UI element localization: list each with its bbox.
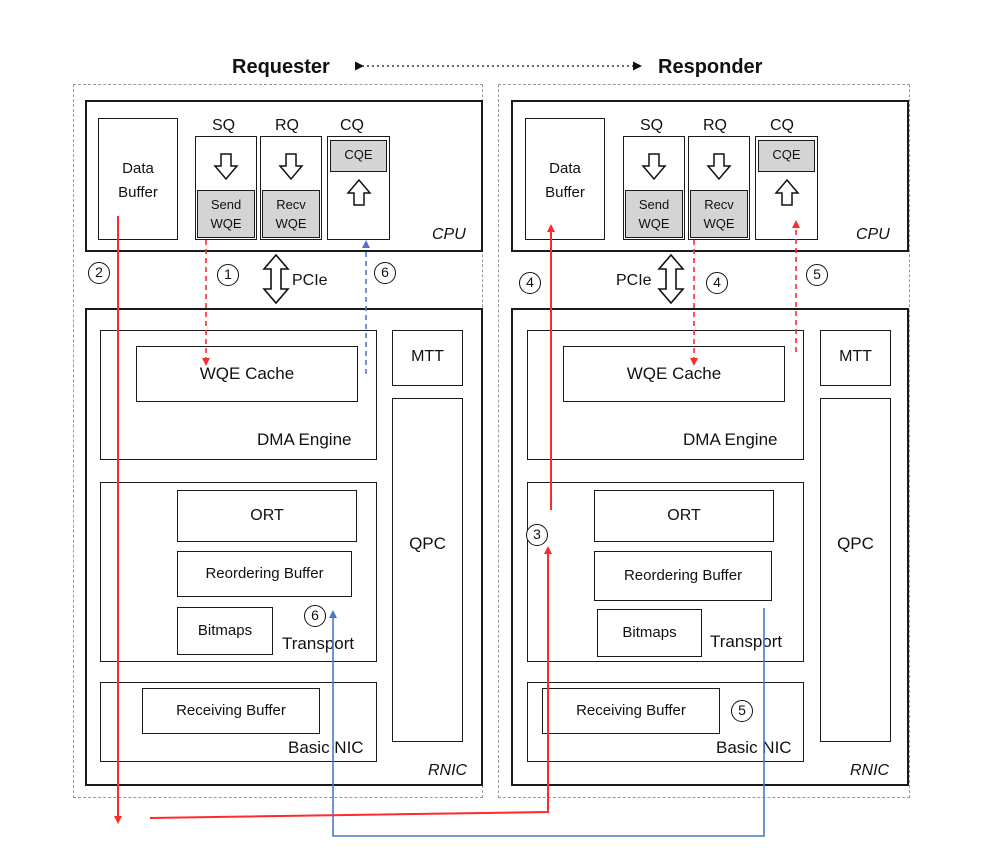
sq-down-hollow-arrow bbox=[213, 153, 732, 181]
requester-cqe: CQE bbox=[330, 140, 387, 172]
responder-ort: ORT bbox=[594, 490, 774, 542]
responder-dma-engine-label: DMA Engine bbox=[683, 430, 778, 449]
step-5-cq-badge: 5 bbox=[806, 264, 828, 286]
responder-pcie-label: PCIe bbox=[616, 272, 652, 289]
requester-cq-title: CQ bbox=[340, 117, 364, 134]
requester-pcie-label: PCIe bbox=[292, 272, 328, 289]
requester-transport-label: Transport bbox=[282, 634, 355, 653]
requester-rnic-label: RNIC bbox=[428, 762, 468, 779]
responder-basic-nic-label: Basic NIC bbox=[716, 738, 792, 757]
requester-bitmaps: Bitmaps bbox=[177, 607, 273, 655]
responder-receiving-buffer: Receiving Buffer bbox=[542, 688, 720, 734]
requester-ort: ORT bbox=[177, 490, 357, 542]
requester-rq-title: RQ bbox=[275, 117, 299, 134]
requester-mtt: MTT bbox=[392, 330, 463, 386]
responder-frame bbox=[498, 84, 910, 798]
step-4-wqe-badge: 4 bbox=[706, 272, 728, 294]
step-5-buffer-badge: 5 bbox=[731, 700, 753, 722]
responder-cqe: CQE bbox=[758, 140, 815, 172]
requester-reordering-buffer: Reordering Buffer bbox=[177, 551, 352, 597]
responder-cpu-label: CPU bbox=[856, 226, 890, 243]
pcie-double-arrow bbox=[262, 253, 685, 305]
requester-title: Requester bbox=[232, 56, 330, 78]
cq-up-hollow-arrow bbox=[346, 178, 800, 206]
responder-sq-title: SQ bbox=[640, 117, 664, 134]
step-3-badge: 3 bbox=[526, 524, 548, 546]
step-4-data-badge: 4 bbox=[519, 272, 541, 294]
responder-rnic-label: RNIC bbox=[850, 762, 890, 779]
step-2-badge: 2 bbox=[88, 262, 110, 284]
step-6-transport-badge: 6 bbox=[304, 605, 326, 627]
responder-cq-title: CQ bbox=[770, 117, 794, 134]
requester-cpu-label: CPU bbox=[432, 226, 466, 243]
responder-qpc: QPC bbox=[820, 398, 891, 742]
step-6-cpu-badge: 6 bbox=[374, 262, 396, 284]
step-1-badge: 1 bbox=[217, 264, 239, 286]
requester-sq-title: SQ bbox=[212, 117, 236, 134]
responder-reordering-buffer: Reordering Buffer bbox=[594, 551, 772, 601]
requester-data-buffer: Data Buffer bbox=[98, 118, 178, 240]
requester-wqe-cache: WQE Cache bbox=[136, 346, 358, 402]
responder-mtt: MTT bbox=[820, 330, 891, 386]
responder-title: Responder bbox=[658, 56, 763, 78]
step3-arrow bbox=[149, 546, 552, 819]
responder-rq-title: RQ bbox=[703, 117, 727, 134]
requester-qpc: QPC bbox=[392, 398, 463, 742]
requester-receiving-buffer: Receiving Buffer bbox=[142, 688, 320, 734]
responder-bitmaps: Bitmaps bbox=[597, 609, 702, 657]
responder-data-buffer: Data Buffer bbox=[525, 118, 605, 240]
requester-dma-engine-label: DMA Engine bbox=[257, 430, 352, 449]
responder-wqe-cache: WQE Cache bbox=[563, 346, 785, 402]
step6-ack-arrow bbox=[329, 608, 765, 837]
requester-basic-nic-label: Basic NIC bbox=[288, 738, 364, 757]
